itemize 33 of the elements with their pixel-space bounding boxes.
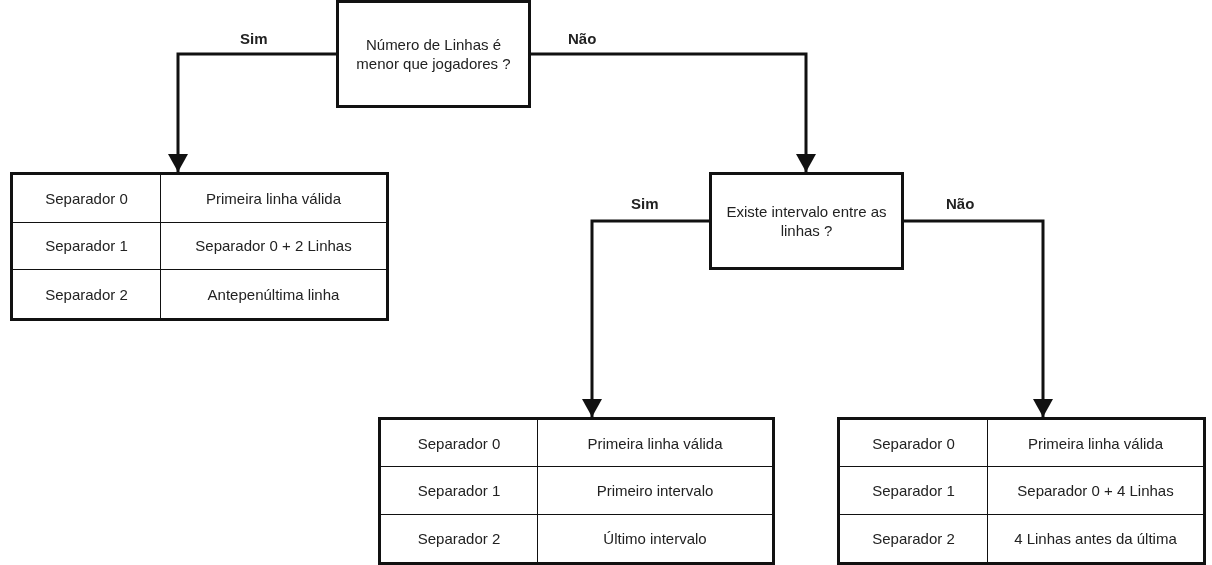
table-cell-text: Antepenúltima linha	[206, 284, 341, 305]
table-cell-text: 4 Linhas antes da última	[1013, 528, 1178, 549]
table-cell: Primeira linha válida	[538, 420, 772, 468]
table-cell: Primeiro intervalo	[538, 467, 772, 515]
decision-text: Existe intervalo entre as linhas ?	[725, 202, 888, 240]
table-cell: Primeira linha válida	[161, 175, 386, 223]
arrow	[904, 219, 1053, 417]
table-cell: Separador 1	[13, 222, 161, 271]
table-cell: Primeira linha válida	[988, 420, 1203, 468]
decision-text: Número de Linhas é menor que jogadores ?	[355, 35, 512, 73]
edge-label: Não	[944, 195, 977, 212]
table-cell: Separador 1	[840, 467, 988, 515]
arrow	[582, 219, 709, 417]
arrow	[168, 52, 336, 172]
table-cell: Separador 0	[840, 420, 988, 468]
edge-label: Sim	[238, 30, 270, 47]
table-cell: Separador 0 + 2 Linhas	[161, 222, 386, 271]
table	[10, 172, 389, 321]
table-cell-text: Último intervalo	[602, 528, 708, 549]
decision-box	[336, 0, 531, 108]
decision-box	[709, 172, 904, 270]
arrow	[531, 52, 816, 172]
table-cell: Separador 0	[13, 175, 161, 223]
table	[378, 417, 775, 565]
table-cell: Separador 0 + 4 Linhas	[988, 467, 1203, 515]
table-cell: Separador 0	[381, 420, 538, 468]
table-cell: Separador 2	[13, 270, 161, 318]
table	[837, 417, 1206, 565]
table-cell: Separador 2	[840, 514, 988, 562]
edge-label: Sim	[629, 195, 661, 212]
table-cell: Separador 1	[381, 467, 538, 515]
table-cell: Separador 2	[381, 514, 538, 562]
edge-label: Não	[566, 30, 599, 47]
